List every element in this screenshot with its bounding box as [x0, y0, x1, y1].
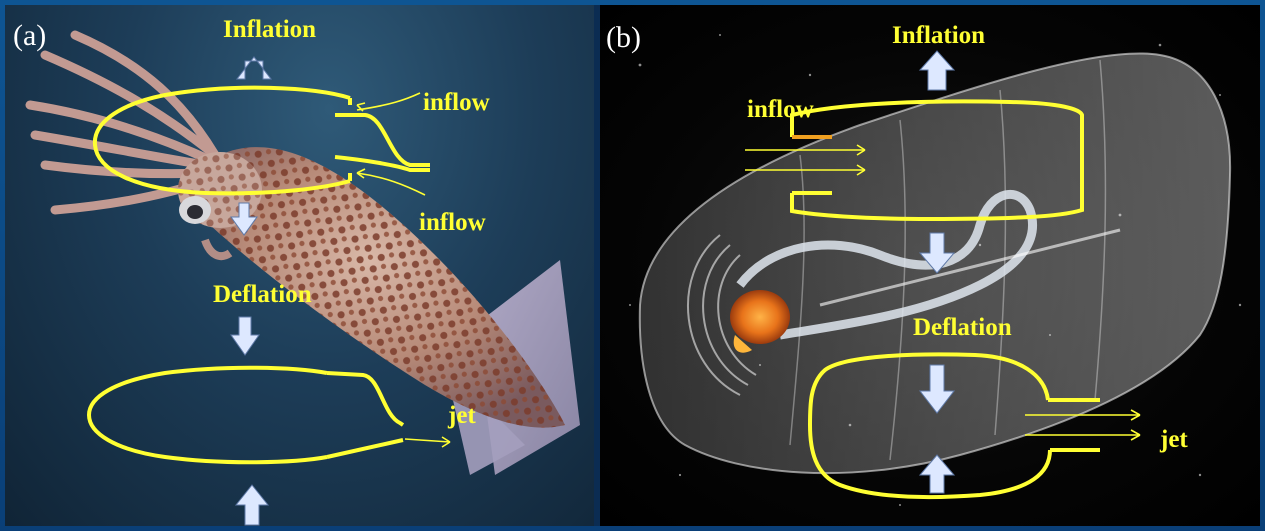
panel-a-jet-label: jet: [447, 402, 476, 429]
panel-a-canvas: (a): [5, 5, 594, 526]
panel-a-inflow-bottom-label: inflow: [419, 209, 486, 236]
panel-b-letter: (b): [606, 21, 641, 54]
panel-a-deflation-label: Deflation: [213, 281, 312, 308]
panel-a-jet-arrow: [405, 437, 450, 447]
panel-a: (a): [5, 5, 594, 526]
panel-b-inflation-label: Inflation: [892, 22, 985, 49]
up-arrow-icon: [920, 51, 954, 90]
panel-a-deflation-diagram: [89, 368, 403, 463]
panel-a-inflow-top-label: inflow: [423, 89, 490, 116]
panel-b-canvas: (b) Inflation inflow: [600, 5, 1260, 526]
panel-a-inflation-label: Inflation: [223, 16, 316, 43]
panel-b: (b) Inflation inflow: [600, 5, 1260, 526]
down-arrow-icon: [231, 317, 259, 355]
panel-b-deflation-label: Deflation: [913, 314, 1012, 341]
panel-b-inflow-label: inflow: [747, 96, 814, 123]
panel-a-letter: (a): [13, 19, 46, 52]
up-arrow-icon: [236, 485, 268, 525]
up-arrow-icon: [237, 57, 271, 79]
squid-icon: [30, 35, 580, 475]
panel-b-jet-label: jet: [1159, 426, 1188, 453]
